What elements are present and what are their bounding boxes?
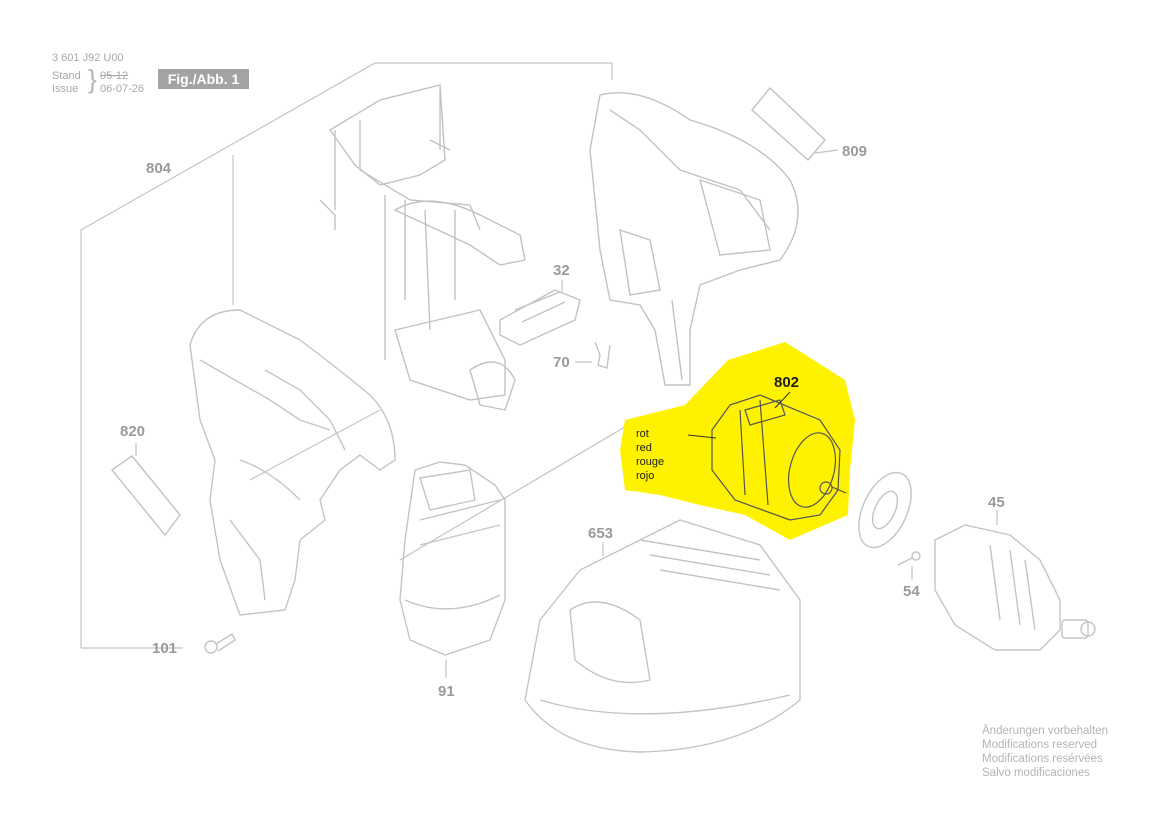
part-label-653: 653 [588,525,614,542]
part-label-91: 91 [438,683,455,700]
label-strip-809 [751,86,826,161]
gearbox [934,524,1096,651]
stand-value: 05-12 [100,70,129,82]
part-label-820: 820 [120,423,146,440]
part-label-804: 804 [146,160,172,177]
wire-color-label-es: rojo [636,470,655,482]
wire-color-label-de: rot [636,428,649,440]
slide-switch [499,289,581,346]
label-strip-820 [110,455,181,537]
housing-half [589,92,799,386]
disclaimer-en: Modifications reserved [982,739,1098,751]
document-number: 3 601 J92 U00 [52,52,124,64]
part-label-809: 809 [842,143,868,160]
part-label-54: 54 [903,583,920,600]
switch-wiring-harness [319,84,526,411]
part-label-101: 101 [152,640,178,657]
disclaimer-de: Änderungen vorbehalten [982,725,1108,737]
motor-flange [858,471,912,549]
drill-housing [189,309,396,616]
spring-clip [594,341,611,369]
issue-value: 06-07-26 [100,83,145,95]
screw-101 [204,632,236,654]
brace: } [88,64,97,94]
motor-802 [711,394,847,521]
assembly-frame-lines [80,62,641,649]
part-label-802: 802 [774,374,800,391]
figure-badge: Fig./Abb. 1 [158,69,249,89]
wire-color-label-fr: rouge [636,456,665,468]
part-label-32: 32 [553,262,570,279]
disclaimer-fr: Modifications resérvées [982,753,1103,765]
issue-label: Issue [52,83,79,95]
wire-color-label-en: red [636,442,652,454]
part-label-45: 45 [988,494,1005,511]
part-label-70: 70 [553,354,570,371]
screw-54 [897,551,921,566]
battery-pack [399,461,506,656]
stand-label: Stand [52,70,81,82]
charger [524,519,801,753]
motor-highlight [620,342,855,540]
disclaimer-es: Salvo modificaciones [982,767,1091,779]
